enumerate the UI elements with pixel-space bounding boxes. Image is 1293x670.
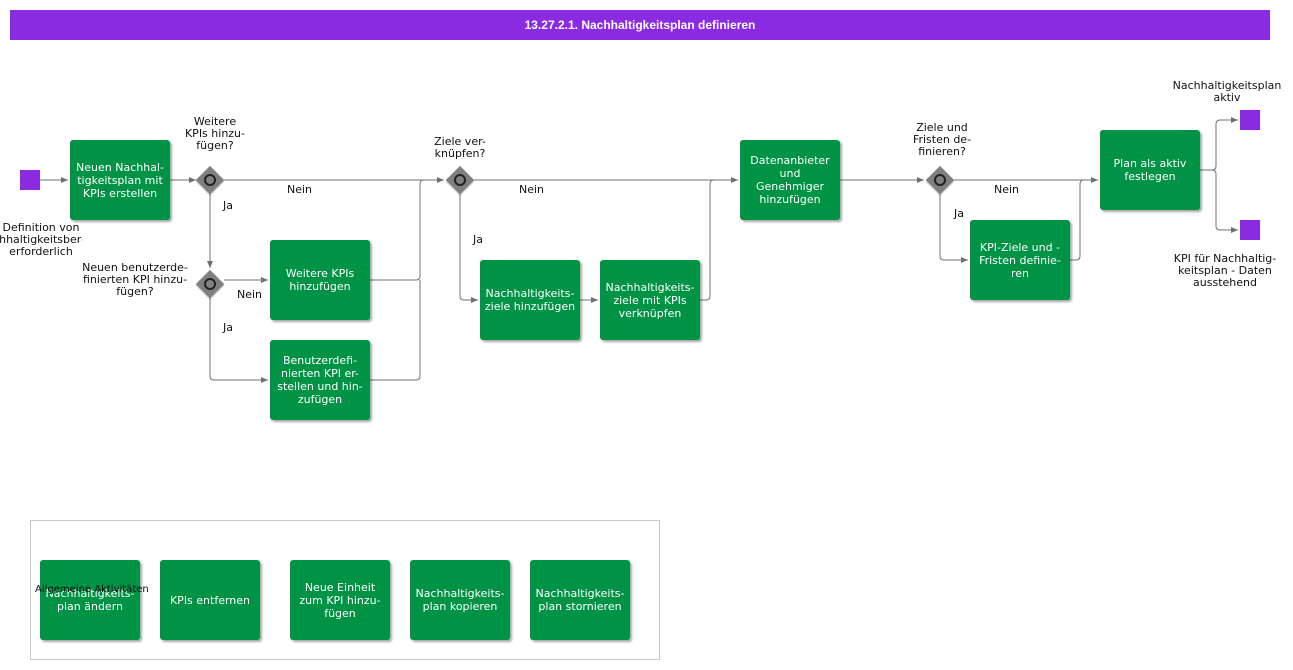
task-remove-kpis[interactable]: KPIs entfernen — [160, 560, 260, 640]
task-add-data-provider[interactable]: Datenanbieter und Genehmiger hinzufügen — [740, 140, 840, 220]
edge-kpigoals-to-merge — [1070, 179, 1085, 261]
gateway-inclusive-icon — [454, 174, 466, 186]
gateway-link-goals-label: Ziele ver- knüpfen? — [434, 135, 486, 160]
task-define-kpi-goals[interactable]: KPI-Ziele und - Fristen definie- ren — [970, 220, 1070, 300]
task-copy-plan[interactable]: Nachhaltigkeits- plan kopieren — [410, 560, 510, 640]
task-activate-plan[interactable]: Plan als aktiv festlegen — [1100, 130, 1200, 210]
edge-g4-yes — [939, 194, 968, 263]
edge-label-g2-no: Nein — [237, 288, 263, 301]
edge-label-g2-yes: Ja — [223, 321, 233, 334]
gateway-goals-deadlines-label: Ziele und Fristen de- finieren? — [912, 121, 972, 158]
gateway-inclusive-icon — [934, 174, 946, 186]
edge-label-g1-yes: Ja — [223, 199, 233, 212]
gateway-inclusive-icon — [204, 174, 216, 186]
task-create-custom-kpi[interactable]: Benutzerdefi- nierten KPI er- stellen un… — [270, 340, 370, 420]
end-event-plan-active-label: Nachhaltigkeitsplan aktiv — [1172, 79, 1282, 104]
gateway-more-kpis-label: Weitere KPIs hinzu- fügen? — [184, 115, 246, 152]
start-event-label: Definition von Nachhaltigkeitsbereich er… — [0, 221, 82, 258]
edge-label-g4-yes: Ja — [954, 207, 964, 220]
general-activities-group — [30, 520, 660, 660]
task-create-plan[interactable]: Neuen Nachhal- tigkeitsplan mit KPIs ers… — [70, 140, 170, 220]
edge-more-to-merge — [370, 179, 425, 281]
edge-activate-to-active — [1200, 117, 1238, 171]
end-event-data-pending-label: KPI für Nachhaltig- keitsplan - Daten au… — [1173, 252, 1277, 289]
edge-custom-to-merge — [370, 280, 421, 381]
edge-label-g3-no: Nein — [519, 183, 545, 196]
task-add-more-kpis[interactable]: Weitere KPIs hinzufügen — [270, 240, 370, 320]
edge-link-to-merge — [700, 179, 715, 301]
edge-label-g4-no: Nein — [994, 183, 1020, 196]
task-cancel-plan[interactable]: Nachhaltigkeits- plan stornieren — [530, 560, 630, 640]
edge-label-g1-no: Nein — [287, 183, 313, 196]
task-add-unit-to-kpi[interactable]: Neue Einheit zum KPI hinzu- fügen — [290, 560, 390, 640]
task-link-goals[interactable]: Nachhaltigkeits- ziele mit KPIs verknüpf… — [600, 260, 700, 340]
edge-label-g3-yes: Ja — [473, 233, 483, 246]
general-activities-label: Allgemeine Aktivitäten — [35, 584, 149, 595]
task-add-goals[interactable]: Nachhaltigkeits- ziele hinzufügen — [480, 260, 580, 340]
edge-g2-yes — [209, 298, 268, 383]
diagram-title: 13.27.2.1. Nachhaltigkeitsplan definiere… — [10, 10, 1270, 40]
end-event-plan-active[interactable] — [1240, 110, 1260, 130]
start-event[interactable] — [20, 170, 40, 190]
task-change-plan[interactable]: Nachhaltigkeits- plan ändern — [40, 560, 140, 640]
edge-activate-to-pending — [1200, 169, 1238, 233]
end-event-data-pending[interactable] — [1240, 220, 1260, 240]
edge-g3-yes — [459, 194, 478, 303]
gateway-custom-kpi-label: Neuen benutzerde- finierten KPI hinzu- f… — [82, 261, 188, 298]
gateway-inclusive-icon — [204, 278, 216, 290]
